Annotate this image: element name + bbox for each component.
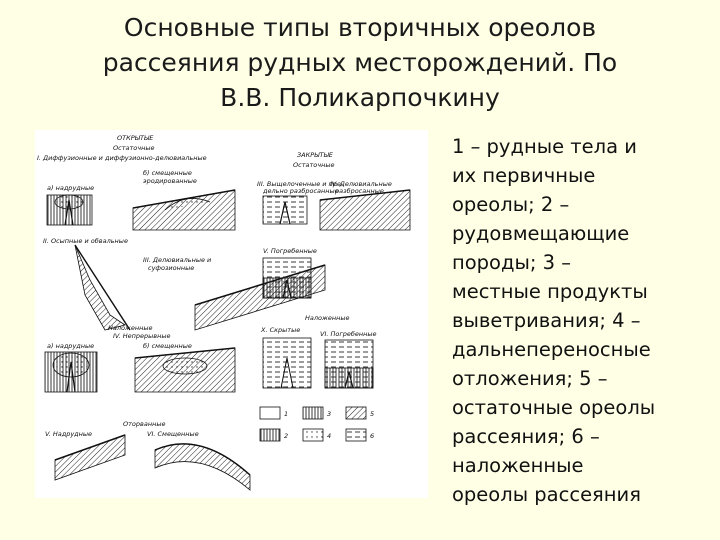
- block-deluvial-b: [319, 189, 411, 231]
- legend-line: рассеяния; 6 –: [452, 425, 600, 448]
- label-exposed-2: дельно разбросанные: [262, 187, 339, 195]
- label-residual-closed: Остаточные: [293, 161, 334, 169]
- label-b-shifted: б) смещенные: [143, 169, 192, 177]
- label-a-over-2: а) надрудные: [47, 342, 94, 350]
- label-residual: Остаточные: [113, 144, 154, 152]
- title-line-3: В.В. Поликарпочкину: [220, 83, 500, 112]
- block-buried-2: [324, 339, 374, 389]
- swatch-num-5: 5: [370, 410, 374, 418]
- label-b-shifted-2: б) смещенные: [143, 342, 192, 350]
- legend-text: 1 – рудные тела и их первичные ореолы; 2…: [452, 132, 714, 509]
- swatch-num-1: 1: [284, 410, 288, 418]
- legend-line: рудовмещающие: [452, 222, 630, 245]
- block-torn-b: [154, 443, 251, 491]
- legend-line: отложения; 5 –: [452, 367, 608, 390]
- legend-line: местные продукты: [452, 280, 648, 303]
- block-diffuse-a: [46, 194, 93, 226]
- legend-line: выветривания; 4 –: [452, 309, 641, 332]
- label-closed: ЗАКРЫТЫЕ: [297, 151, 334, 159]
- title-line-1: Основные типы вторичных ореолов: [123, 13, 597, 42]
- legend-line: остаточные ореолы: [452, 396, 656, 419]
- label-open: ОТКРЫТЫЕ: [117, 134, 154, 142]
- label-buried-2: VI. Погребенные: [320, 330, 377, 338]
- legend-line: ореолы рассеяния: [452, 483, 641, 506]
- block-buried: [262, 257, 312, 299]
- label-deluvial-b-2: разбросанные: [334, 187, 384, 195]
- label-solif: суфозионные: [148, 264, 194, 272]
- block-continuous-a: [44, 351, 98, 393]
- label-diffuse: I. Диффузионные и диффузионно-делювиальн…: [37, 154, 207, 162]
- legend-line: их первичные: [452, 164, 596, 187]
- halo-types-figure: ОТКРЫТЫЕ Остаточные I. Диффузионные и ди…: [35, 130, 428, 498]
- block-torn-a: [54, 434, 126, 481]
- block-diffuse-b: [132, 189, 236, 231]
- label-vi-shifted: VI. Смещенные: [147, 430, 199, 438]
- label-hidden: X. Скрытые: [260, 326, 300, 334]
- legend-line: 1 – рудные тела и: [452, 135, 637, 158]
- swatch-num-4: 4: [327, 432, 331, 440]
- legend-line: породы; 3 –: [452, 251, 571, 274]
- label-superimposed-2: Наложенные: [305, 314, 350, 322]
- label-a-over: а) надрудные: [47, 184, 94, 192]
- title-line-2: рассеяния рудных месторождений. По: [102, 48, 618, 77]
- swatch-num-3: 3: [327, 410, 331, 418]
- slide-title: Основные типы вторичных ореолов рассеяни…: [40, 10, 680, 115]
- label-continuous: IV. Непрерывные: [113, 332, 170, 340]
- halo-diagram: ОТКРЫТЫЕ Остаточные I. Диффузионные и ди…: [37, 134, 411, 491]
- legend-line: наложенные: [452, 454, 584, 477]
- label-exposed: III. Выщелоченные и пре-: [257, 180, 344, 188]
- block-continuous-b: [134, 347, 236, 393]
- legend-line: дальнепереносные: [452, 338, 651, 361]
- block-hidden: [262, 337, 312, 389]
- block-talus: [74, 244, 131, 331]
- label-superimposed: Наложенные: [108, 324, 153, 332]
- label-b-eroded: эродированные: [143, 177, 197, 185]
- legend-line: ореолы; 2 –: [452, 193, 570, 216]
- legend-swatches: 1 2 3 4 5 6: [259, 406, 374, 442]
- label-talus: II. Осыпные и обвальные: [43, 237, 128, 245]
- swatch-num-6: 6: [370, 432, 374, 440]
- label-v-over: V. Надрудные: [45, 430, 92, 438]
- swatch-num-2: 2: [284, 432, 288, 440]
- block-exposed: [262, 195, 308, 225]
- label-deluvial-solif: III. Делювиальные и: [143, 256, 211, 264]
- label-torn: Оторванные: [123, 420, 165, 428]
- label-buried: V. Погребенные: [263, 247, 317, 255]
- label-deluvial-b: IV. Делювиальные: [330, 180, 392, 188]
